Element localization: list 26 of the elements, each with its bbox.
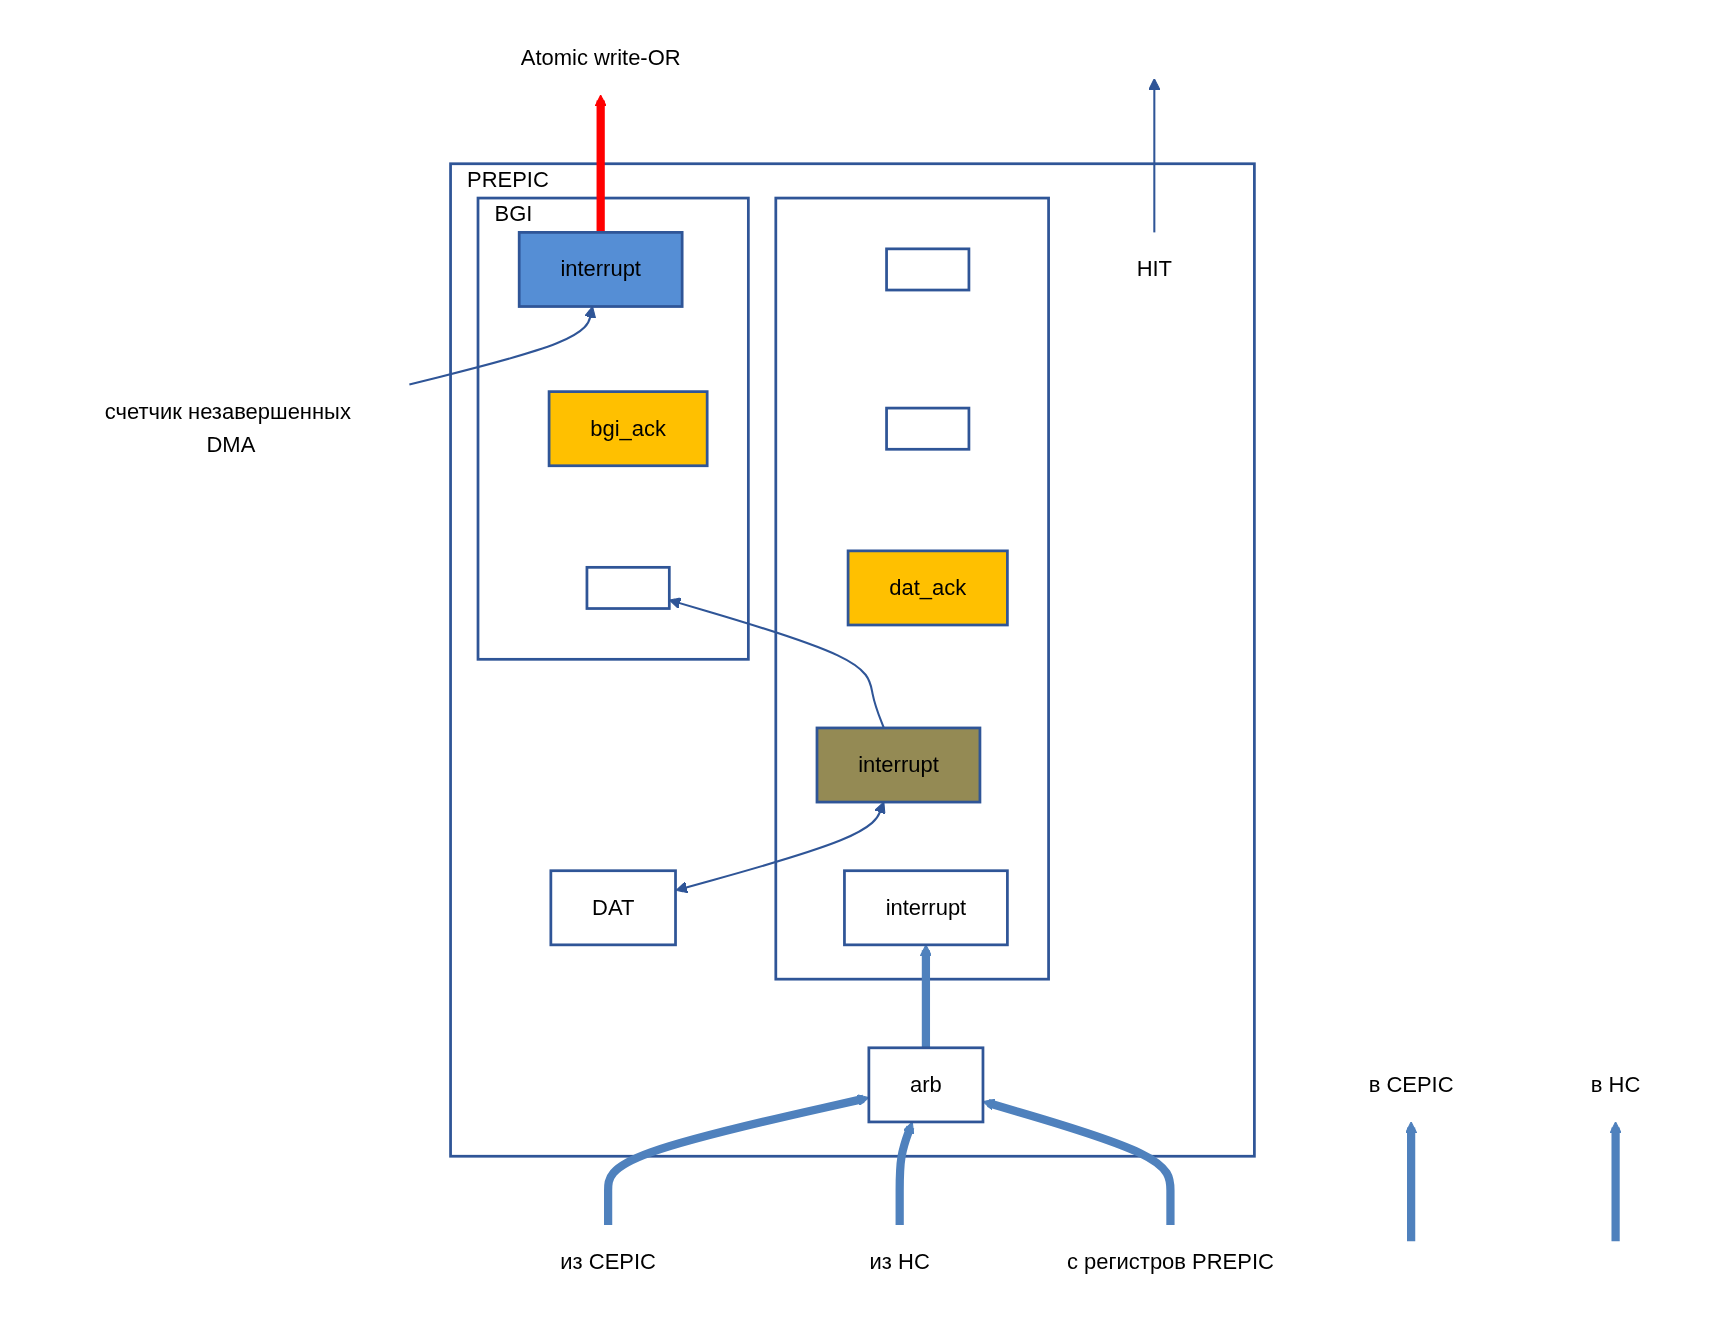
cluster [773,196,1050,981]
node-text: Atomic write-OR [520,45,681,70]
node-box [884,406,970,451]
node-text: HIT [1136,257,1172,281]
node-box: DAT [548,869,677,947]
node-text: счетчик незавершенных DMA [104,399,351,457]
node-box: bgi_ack [547,390,709,468]
node-box: interrupt [517,231,684,308]
node-text: с регистров PREPIC [1066,1249,1274,1273]
node-box [884,247,970,292]
node-text: из НС [869,1249,930,1273]
node-text: в НС [1590,1072,1640,1096]
node-box: interrupt [815,726,981,804]
arrow [1147,78,1160,233]
arrow [603,1094,869,1225]
node-box: interrupt [842,869,1009,947]
node-box: arb [867,1046,984,1124]
arrow [895,1121,914,1225]
arrow [1609,1121,1622,1242]
node-box: dat_ack [846,549,1009,627]
node-text: из CEPIC [559,1249,656,1273]
node-box [585,565,671,610]
arrow [594,94,607,233]
arrow [1404,1121,1417,1242]
node-text: в CEPIC [1368,1072,1454,1096]
arrow [919,944,932,1048]
